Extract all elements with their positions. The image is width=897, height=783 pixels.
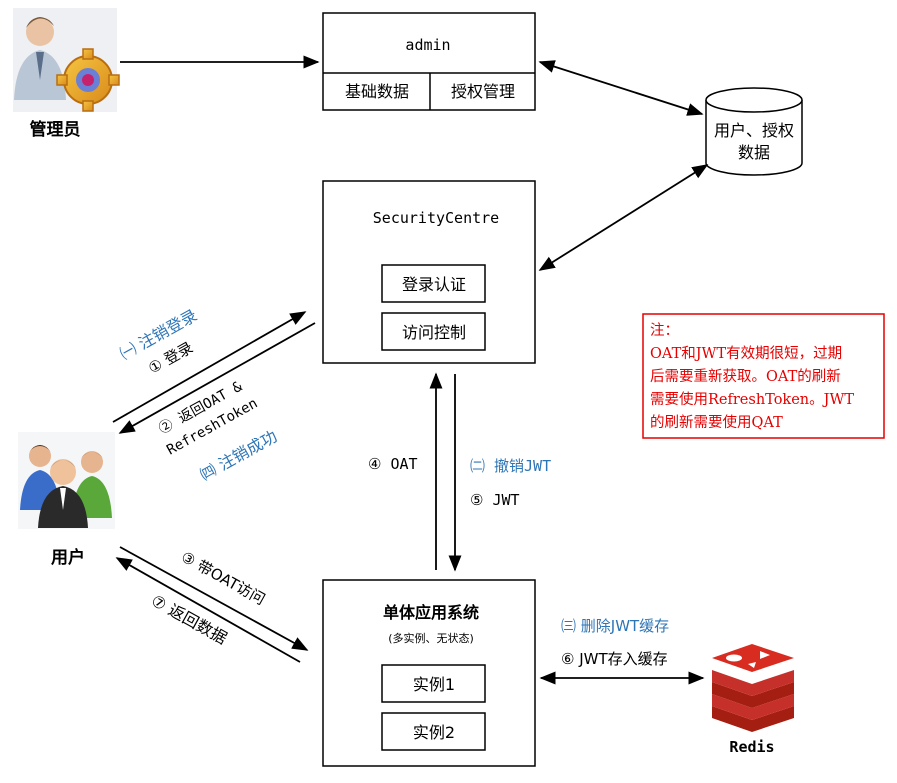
- security-centre-box: [322, 180, 536, 364]
- note-box: [642, 313, 885, 439]
- label-oat: ④ OAT: [368, 455, 418, 473]
- admin-actor-label: 管理员: [30, 119, 81, 140]
- note-line-5: 的刷新需要使用QAT: [650, 414, 783, 431]
- label-jwt-cache: ⑥ JWT存入缓存: [561, 650, 668, 668]
- app-system-box: [322, 579, 536, 767]
- security-centre-title: SecurityCentre: [373, 209, 499, 227]
- arrow-return-oat: [118, 322, 316, 434]
- arrow-security-db: [538, 164, 709, 271]
- label-jwt: ⑤ JWT: [470, 491, 520, 509]
- security-item-access-control: 访问控制: [402, 323, 466, 342]
- arrow-adminbox-db: [538, 60, 704, 116]
- redis-icon: [712, 644, 794, 732]
- note-line-1: 注：: [650, 322, 679, 339]
- arrow-visit-with-oat: [119, 546, 309, 651]
- admin-box: [322, 12, 536, 111]
- app-instance-1: 实例1: [413, 675, 455, 694]
- arrow-return-data: [115, 557, 301, 663]
- database-icon: [705, 87, 803, 176]
- database-label-line2: 数据: [738, 143, 770, 162]
- note-line-4: 需要使用RefreshToken。JWT: [650, 391, 854, 408]
- label-revoke-jwt: ㈡ 撤销JWT: [470, 457, 551, 475]
- label-delete-jwt-cache: ㈢ 删除JWT缓存: [561, 617, 669, 635]
- admin-actor-icon: [13, 8, 120, 112]
- redis-label: Redis: [729, 738, 774, 756]
- note-line-2: OAT和JWT有效期很短，过期: [650, 345, 842, 362]
- security-item-login-auth: 登录认证: [402, 275, 466, 294]
- admin-item-auth-management: 授权管理: [451, 82, 515, 101]
- connectors: [112, 55, 709, 685]
- admin-item-basic-data: 基础数据: [345, 82, 409, 101]
- note-line-3: 后需要重新获取。OAT的刷新: [650, 368, 841, 385]
- database-label-line1: 用户、授权: [714, 121, 794, 140]
- arrow-user-login: [112, 311, 307, 423]
- user-group-icon: [18, 432, 115, 529]
- app-system-subtitle: (多实例、无状态): [388, 631, 474, 645]
- app-system-title: 单体应用系统: [383, 603, 479, 622]
- user-actor-label: 用户: [51, 547, 85, 568]
- admin-box-title: admin: [405, 36, 450, 54]
- app-instance-2: 实例2: [413, 723, 455, 742]
